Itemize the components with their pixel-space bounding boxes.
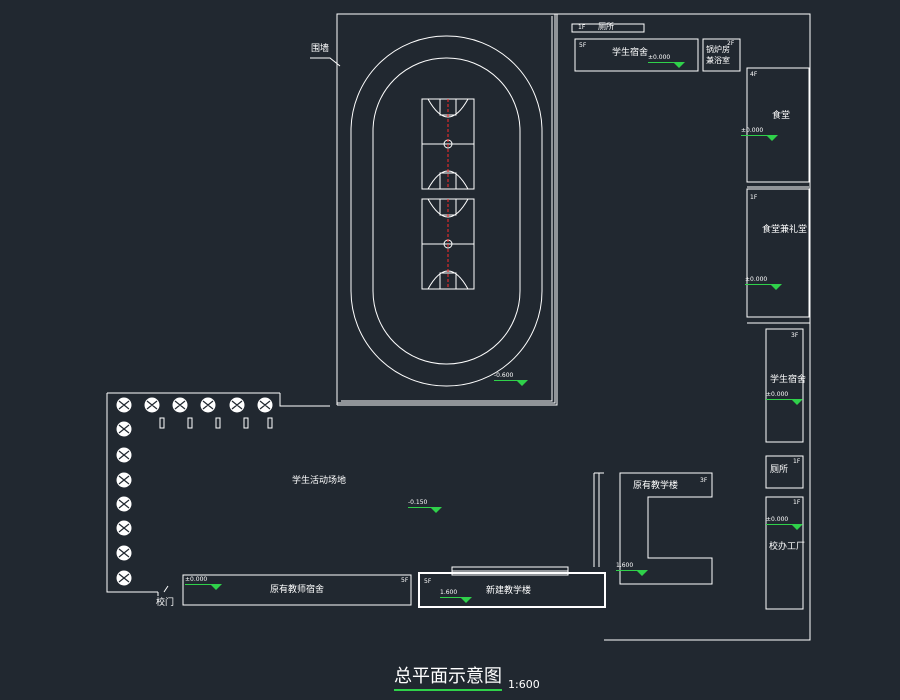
- sports-field-boundary-inner: [341, 16, 553, 402]
- staff-dorm-elevation: ±0.000: [185, 577, 223, 590]
- drawing-title: 总平面示意图: [394, 668, 502, 691]
- building-dining-hall: [746, 67, 810, 183]
- activity-yard-elevation: -0.150: [408, 500, 443, 513]
- boiler-floor-label: 2F: [727, 40, 735, 47]
- staff-dorm-floor-label: 5F: [401, 577, 409, 584]
- canteen-elevation: ±0.000: [745, 277, 783, 290]
- building-existing-staff-dorm: [182, 574, 412, 606]
- activity-yard-boundary: [106, 392, 280, 593]
- dining-floor-label: 4F: [750, 71, 758, 78]
- building-toilet: [571, 23, 645, 33]
- existing-teaching-label: 原有教学楼: [633, 481, 679, 491]
- sports-field-elevation: -0.600: [494, 373, 529, 386]
- building-student-dorm-north: [574, 38, 699, 72]
- new-teaching-floor-label: 5F: [424, 578, 432, 585]
- existing-teaching-floor-label: 3F: [700, 477, 708, 484]
- existing-teaching-elevation: 1.600: [616, 563, 649, 576]
- new-teaching-label: 新建教学楼: [486, 586, 532, 596]
- building-boiler-room: [702, 38, 741, 72]
- basketball-court-1: [421, 98, 475, 190]
- dorm-north-label: 学生宿舍: [612, 48, 649, 58]
- tree-row: [116, 397, 273, 586]
- basketball-court-2: [421, 198, 475, 290]
- hall-label: 厕所: [770, 465, 789, 475]
- running-track-outer: [350, 35, 543, 387]
- factory-elevation: ±0.000: [766, 517, 804, 530]
- toilet-label: 厕所: [598, 22, 614, 31]
- existing-staff-dorm-label: 原有教师宿舍: [270, 585, 325, 595]
- drawing-scale: 1:600: [508, 678, 540, 691]
- boiler-room-label: 锅炉房 兼浴室: [706, 45, 730, 66]
- building-hall: [765, 455, 804, 489]
- dorm-east-label: 学生宿舍: [770, 375, 807, 385]
- building-canteen-auditorium: [746, 188, 810, 318]
- school-factory-label: 校办工厂: [769, 542, 806, 552]
- dining-elevation: ±0.000: [741, 128, 779, 141]
- dorm-north-floor-label: 5F: [579, 42, 587, 49]
- activity-yard-label: 学生活动场地: [292, 476, 347, 486]
- factory-floor-label: 1F: [793, 499, 801, 506]
- canteen-floor-label: 1F: [750, 194, 758, 201]
- toilet-floor-label: 1F: [578, 24, 586, 31]
- new-teaching-elevation: 1.600: [440, 590, 473, 603]
- dorm-east-floor-label: 3F: [791, 332, 799, 339]
- dorm-north-elevation: ±0.000: [648, 55, 686, 68]
- building-student-dorm-east: [765, 328, 804, 443]
- building-school-factory: [765, 496, 804, 610]
- dining-hall-label: 食堂: [772, 111, 791, 121]
- dorm-east-elevation: ±0.000: [766, 392, 804, 405]
- school-gate-label: 校门: [156, 598, 175, 608]
- canteen-auditorium-label: 食堂兼礼堂: [762, 225, 808, 235]
- building-existing-teaching: [619, 472, 713, 585]
- hall-floor-label: 1F: [793, 458, 801, 465]
- sports-field-boundary: [336, 13, 811, 641]
- wall-label: 围墙: [311, 44, 330, 54]
- running-track-inner: [372, 57, 521, 365]
